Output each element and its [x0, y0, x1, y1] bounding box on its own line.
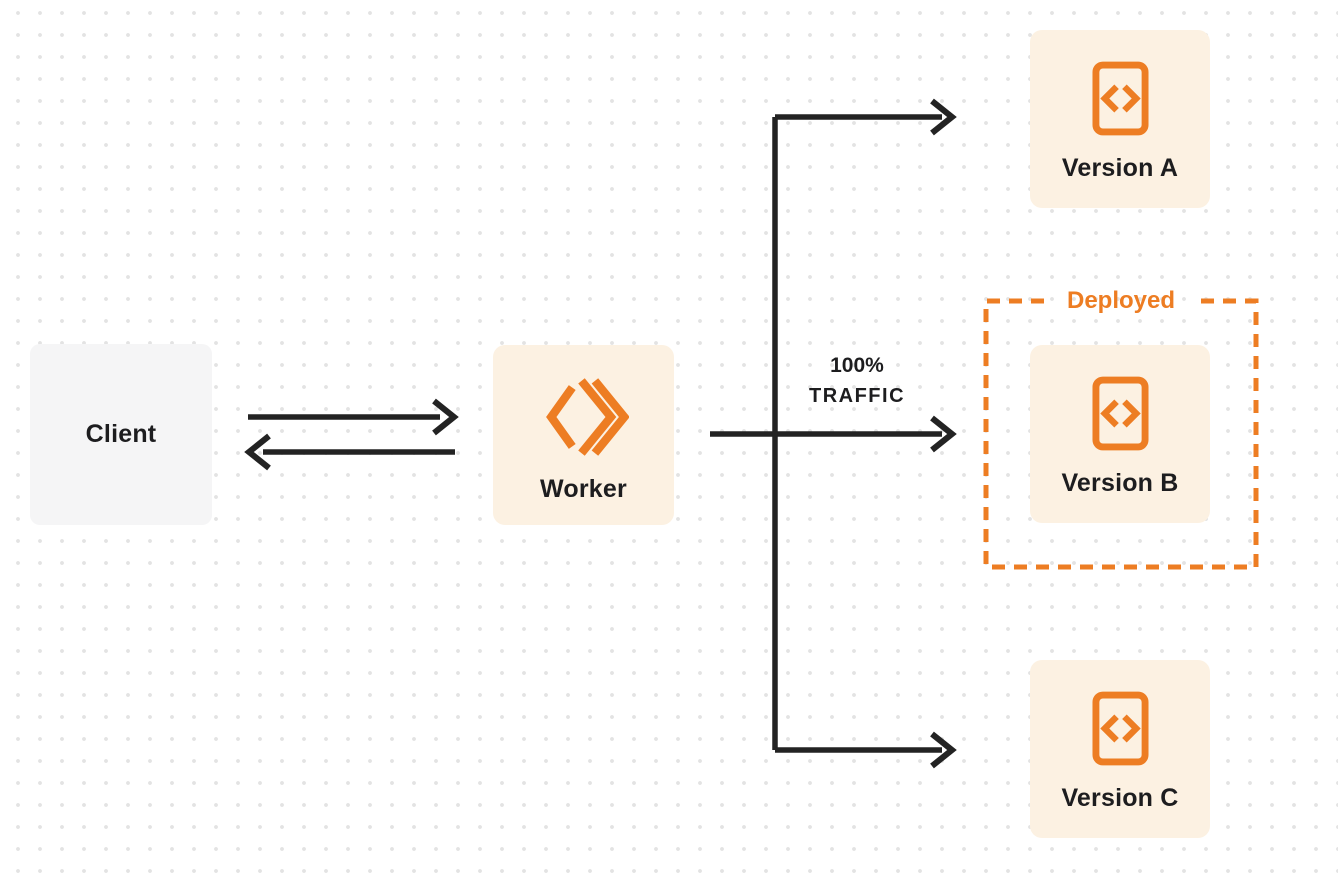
deployed-label: Deployed	[1066, 287, 1176, 314]
version-b-label: Version B	[1061, 469, 1179, 497]
code-file-icon	[1091, 691, 1149, 766]
version-b-node: Version B	[1030, 345, 1210, 523]
version-c-label: Version C	[1061, 784, 1179, 812]
code-file-icon	[1091, 61, 1149, 136]
traffic-word: TRAFFIC	[808, 385, 906, 407]
version-a-node: Version A	[1030, 30, 1210, 208]
branch-to-version-c-arrow	[775, 731, 957, 769]
traffic-percent: 100%	[830, 354, 884, 377]
client-node: Client	[30, 344, 212, 525]
code-file-icon	[1091, 376, 1149, 451]
branch-to-version-a-arrow	[775, 98, 957, 136]
worker-to-version-b-arrow	[710, 415, 957, 453]
version-c-node: Version C	[1030, 660, 1210, 838]
worker-label: Worker	[540, 474, 627, 503]
version-a-label: Version A	[1061, 154, 1179, 182]
traffic-label: 100% TRAFFIC	[809, 354, 905, 408]
worker-to-client-arrow	[244, 433, 455, 471]
client-to-worker-arrow	[248, 398, 459, 436]
workers-logo-icon	[545, 377, 629, 456]
worker-node: Worker	[493, 345, 674, 525]
client-label: Client	[85, 420, 157, 448]
